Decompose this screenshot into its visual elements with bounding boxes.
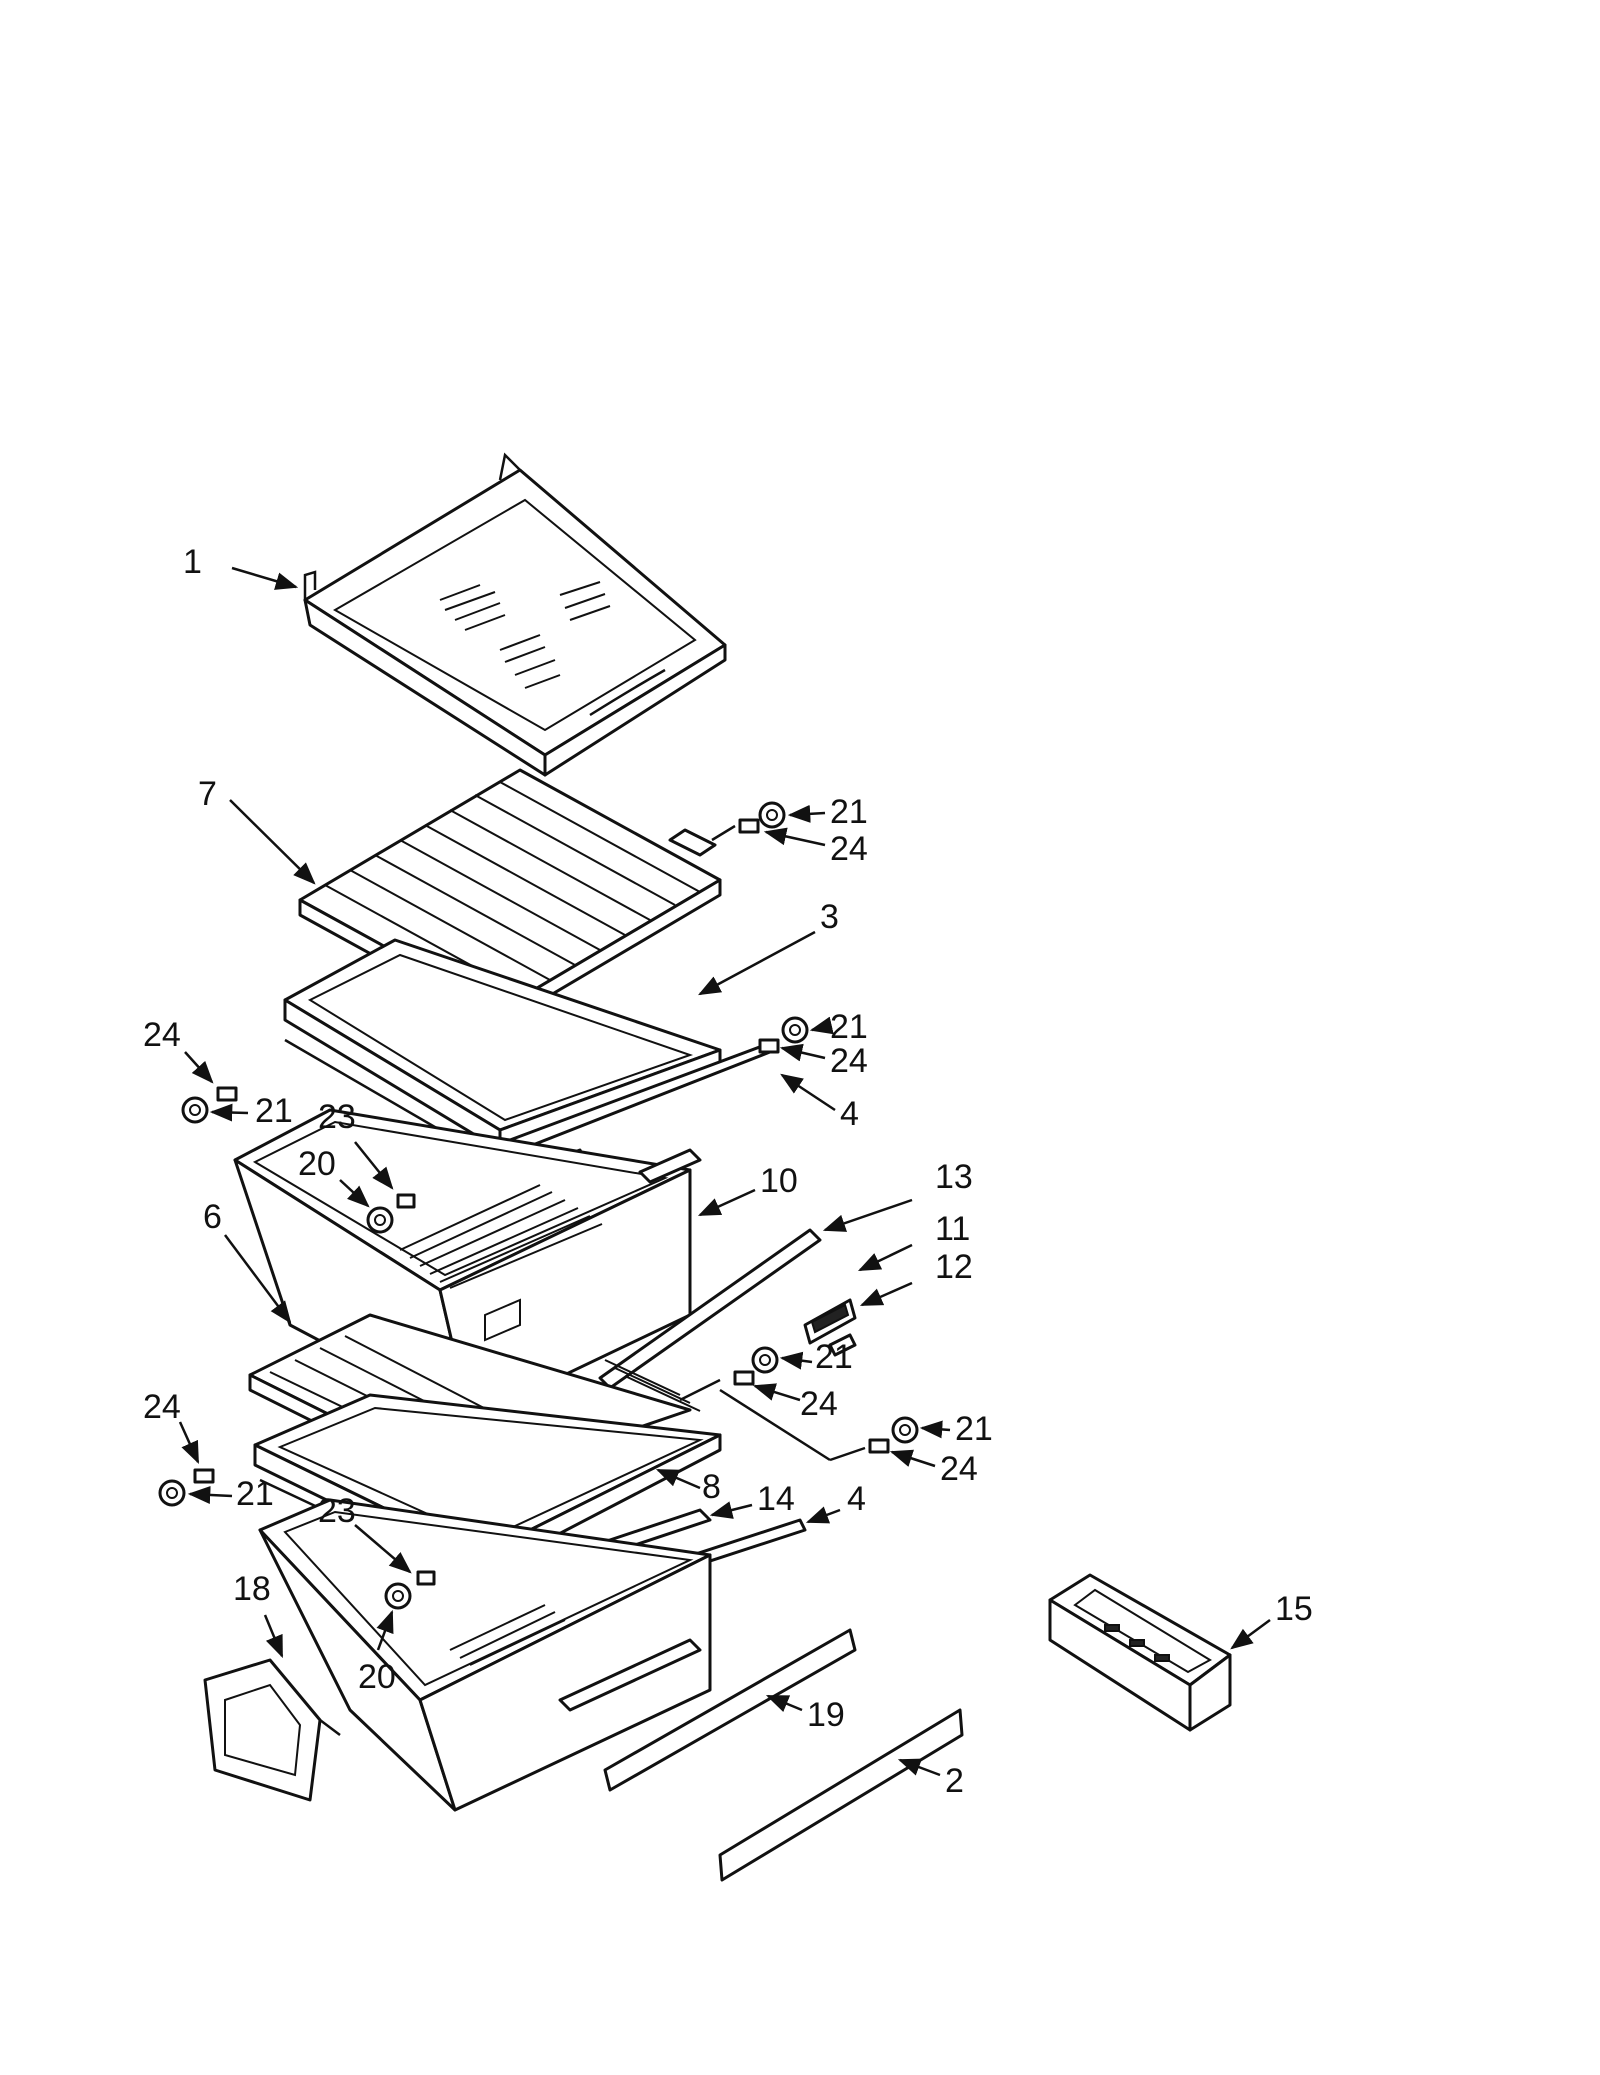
callout-7: 7: [198, 775, 217, 813]
callout-24: 24: [830, 830, 868, 868]
callout-24: 24: [800, 1385, 838, 1423]
axle-23-a: [396, 1193, 416, 1209]
callout-1: 1: [183, 543, 202, 581]
shelf-glass-part: [303, 452, 727, 777]
callout-21: 21: [255, 1092, 293, 1130]
callout-11: 11: [935, 1210, 970, 1248]
callout-23: 23: [318, 1492, 356, 1530]
callout-21: 21: [830, 1008, 868, 1046]
door-bin-part: [1048, 1573, 1232, 1732]
roller-21-f: [158, 1479, 186, 1507]
callout-4: 4: [847, 1480, 866, 1518]
callout-21: 21: [815, 1338, 853, 1376]
callout-24: 24: [143, 1016, 181, 1054]
callout-14: 14: [757, 1480, 795, 1518]
roller-20-a: [366, 1206, 394, 1234]
roller-21-e: [891, 1416, 919, 1444]
callout-13: 13: [935, 1158, 973, 1196]
roller-21-d: [751, 1346, 779, 1374]
axle-23-b: [416, 1570, 436, 1586]
roller-group: [158, 801, 919, 1610]
crisper-pan-part-lower: [258, 1498, 712, 1812]
callout-24: 24: [830, 1042, 868, 1080]
callout-24: 24: [940, 1450, 978, 1488]
axle-24-f: [193, 1468, 215, 1484]
callout-12: 12: [935, 1248, 973, 1286]
callout-labels: 1 7 21 24 3 21 24 24 21 4 23 20 10 13 6 …: [143, 543, 1313, 1800]
callout-15: 15: [1275, 1590, 1313, 1628]
callout-19: 19: [807, 1696, 845, 1734]
axle-24-e: [868, 1438, 890, 1454]
axle-24-d: [733, 1370, 755, 1386]
callout-18: 18: [233, 1570, 271, 1608]
callout-6: 6: [203, 1198, 222, 1236]
callout-20: 20: [298, 1145, 336, 1183]
callout-23: 23: [318, 1098, 356, 1136]
callout-2: 2: [945, 1762, 964, 1800]
callout-20: 20: [358, 1658, 396, 1696]
callout-21: 21: [830, 793, 868, 831]
axle-24-a: [738, 818, 760, 834]
callout-4: 4: [840, 1095, 859, 1133]
roller-21-a: [758, 801, 786, 829]
trim-part: [558, 1628, 964, 1882]
label-part: [203, 1658, 341, 1802]
callout-21: 21: [236, 1475, 274, 1513]
axle-24-c: [216, 1086, 238, 1102]
roller-20-b: [384, 1582, 412, 1610]
callout-10: 10: [760, 1162, 798, 1200]
roller-21-c: [181, 1096, 209, 1124]
axle-24-b: [758, 1038, 780, 1054]
callout-24: 24: [143, 1388, 181, 1426]
callout-3: 3: [820, 898, 839, 936]
callout-8: 8: [702, 1468, 721, 1506]
callout-21: 21: [955, 1410, 993, 1448]
roller-21-b: [781, 1016, 809, 1044]
leader-lines: [178, 566, 1271, 1777]
